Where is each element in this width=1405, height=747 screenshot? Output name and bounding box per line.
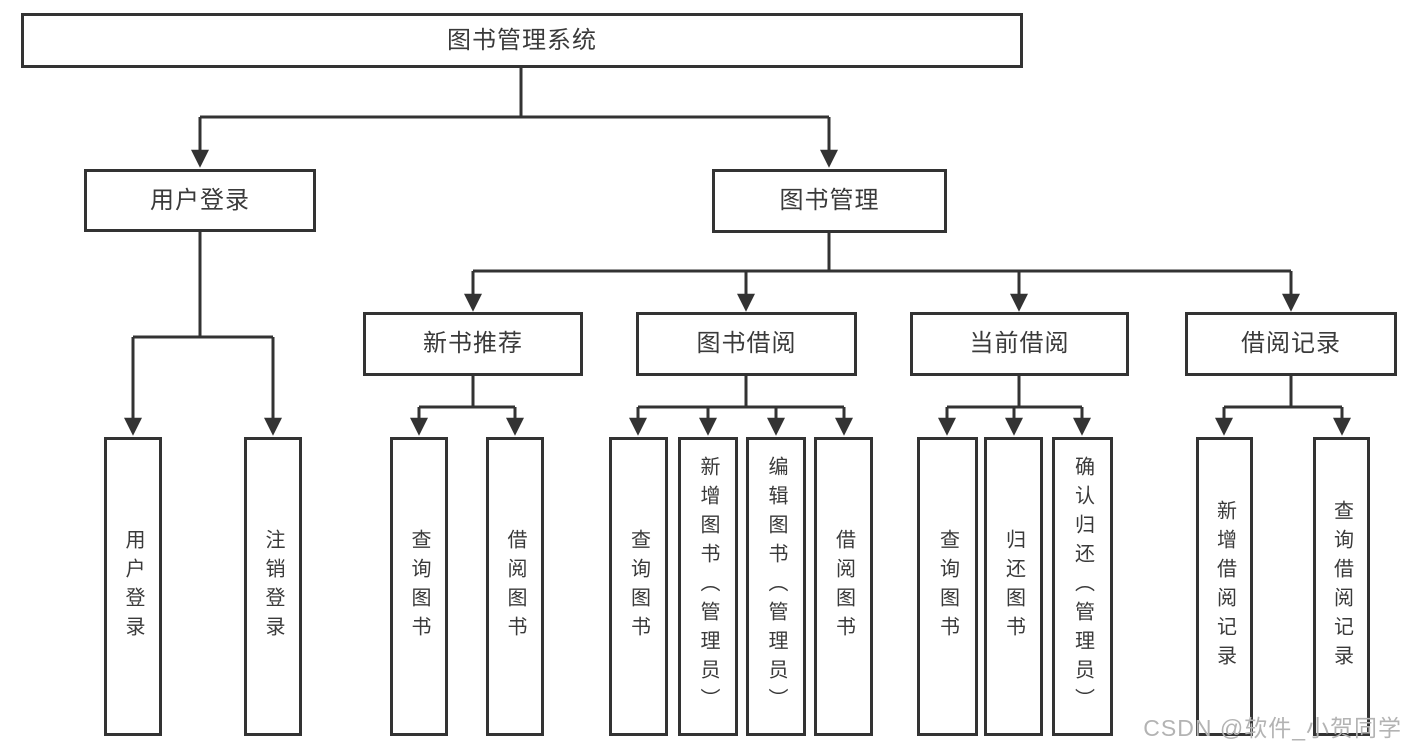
leaf-borrowing-edit-books-admin: 编辑图书（管理员） xyxy=(746,437,806,736)
leaf-borrowing-add-books-admin: 新增图书（管理员） xyxy=(678,437,738,736)
connector-book-borrowing-to-leaves xyxy=(629,376,853,436)
leaf-current-confirm-return-admin: 确认归还（管理员） xyxy=(1052,437,1113,736)
csdn-watermark: CSDN @软件_小贺同学 xyxy=(1143,715,1402,741)
leaf-user-login: 用户登录 xyxy=(104,437,162,736)
leaf-current-return-books: 归还图书 xyxy=(984,437,1043,736)
connector-borrowing-records-to-leaves xyxy=(1215,376,1351,436)
leaf-recommend-query-books: 查询图书 xyxy=(390,437,448,736)
leaf-current-query-books: 查询图书 xyxy=(917,437,978,736)
node-library-management-system: 图书管理系统 xyxy=(21,13,1023,68)
connector-user-login-to-leaves xyxy=(124,232,282,436)
connector-new-book-recommend-to-leaves xyxy=(410,376,524,436)
leaf-recommend-borrow-books: 借阅图书 xyxy=(486,437,544,736)
node-book-management: 图书管理 xyxy=(712,169,947,233)
leaf-borrowing-query-books: 查询图书 xyxy=(609,437,668,736)
leaf-records-add-record: 新增借阅记录 xyxy=(1196,437,1253,736)
connector-root-to-level2 xyxy=(191,68,838,168)
node-current-borrowing: 当前借阅 xyxy=(910,312,1129,376)
leaf-logout: 注销登录 xyxy=(244,437,302,736)
leaf-borrowing-borrow-books: 借阅图书 xyxy=(814,437,873,736)
connector-current-borrowing-to-leaves xyxy=(938,376,1091,436)
leaf-records-query-record: 查询借阅记录 xyxy=(1313,437,1370,736)
node-new-book-recommend: 新书推荐 xyxy=(363,312,583,376)
node-borrowing-records: 借阅记录 xyxy=(1185,312,1397,376)
node-book-borrowing: 图书借阅 xyxy=(636,312,857,376)
connector-book-management-to-level3 xyxy=(464,233,1300,312)
node-user-login: 用户登录 xyxy=(84,169,316,232)
